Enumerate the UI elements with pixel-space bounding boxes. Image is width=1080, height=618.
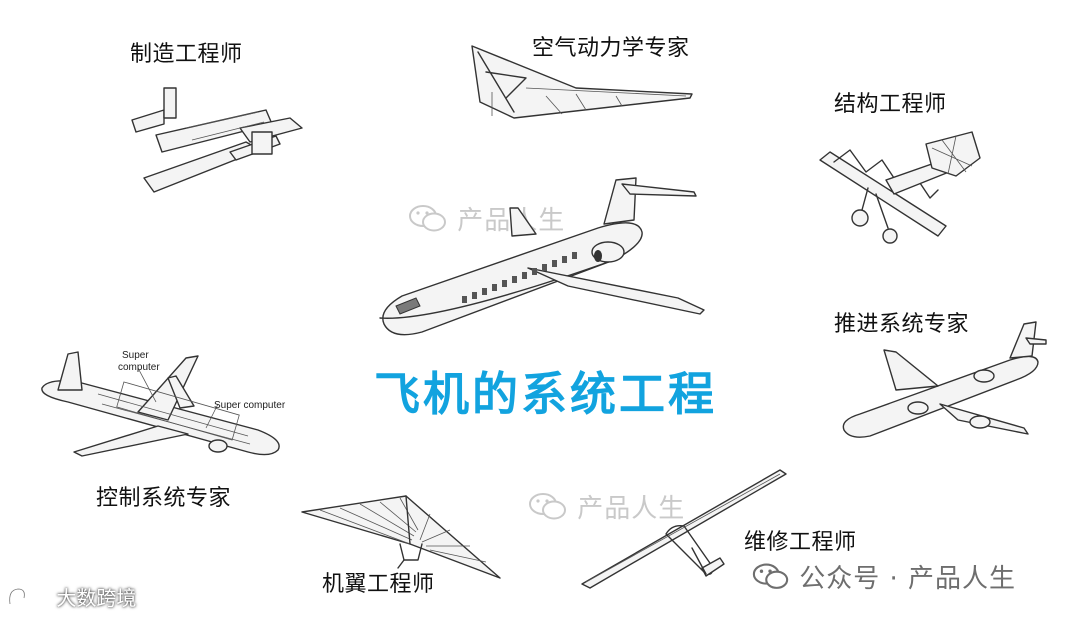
label-aerodynamics-expert: 空气动力学专家 <box>532 36 690 61</box>
label-wing-engineer: 机翼工程师 <box>322 572 435 597</box>
brand-text: 大数跨境 <box>56 586 137 610</box>
label-control-systems-expert: 控制系统专家 <box>96 486 232 511</box>
watermark-lower: 产品人生 <box>528 488 685 528</box>
brand-mark: 大数跨境 <box>6 582 136 615</box>
propulsion-jet-image <box>842 321 1047 438</box>
central-jet-airliner-image <box>379 177 705 336</box>
super-computer-label-top-2: computer <box>118 362 160 373</box>
manufacturing-plane-image <box>131 87 303 193</box>
footer-account: 公众号 · 产品人生 <box>752 558 1016 598</box>
wechat-icon <box>528 491 568 528</box>
control-systems-airliner-image: Super computer Super computer <box>41 350 286 457</box>
aerodynamics-delta-plane-image <box>471 45 693 119</box>
label-maintenance-engineer: 维修工程师 <box>744 530 857 555</box>
center-title: 飞机的系统工程 <box>374 367 717 421</box>
hang-glider-image <box>301 495 501 579</box>
structural-truss-plane-image <box>819 131 981 244</box>
brand-logo-icon <box>6 584 50 615</box>
label-propulsion-expert: 推进系统专家 <box>834 312 970 337</box>
wechat-icon <box>408 203 448 240</box>
super-computer-label-side: Super computer <box>214 400 286 411</box>
watermark-lower-text: 产品人生 <box>577 494 686 524</box>
wechat-icon <box>752 561 790 598</box>
footer-text: 公众号 · 产品人生 <box>799 564 1017 594</box>
super-computer-label-top: Super <box>122 350 149 361</box>
label-structural-engineer: 结构工程师 <box>834 92 947 117</box>
label-manufacturing-engineer: 制造工程师 <box>130 42 243 67</box>
sailplane-glider-image <box>581 469 787 589</box>
